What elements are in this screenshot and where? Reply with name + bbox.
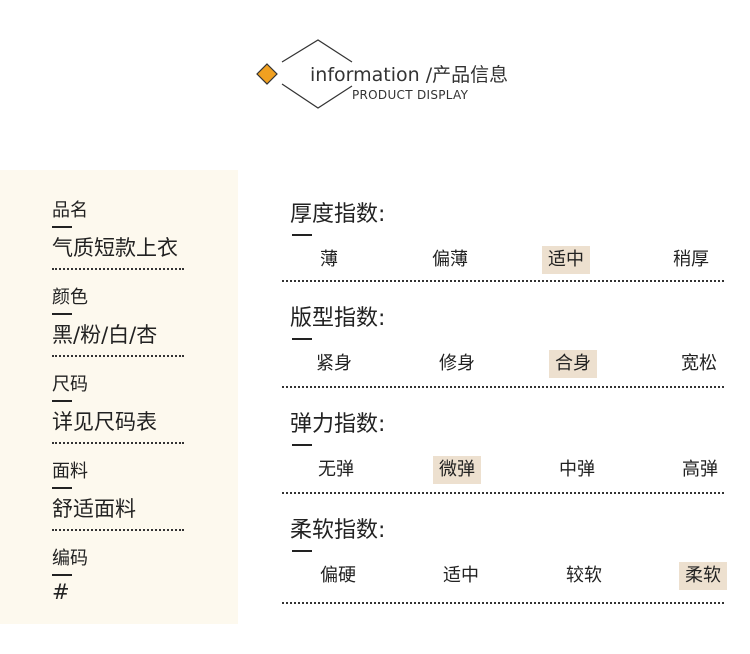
- index-option: 偏薄: [432, 249, 468, 270]
- section-header: information /产品信息 PRODUCT DISPLAY: [0, 0, 750, 150]
- info-label: 颜色: [52, 283, 88, 315]
- info-row-fabric: 面料 舒适面料: [52, 457, 184, 531]
- info-label: 面料: [52, 457, 88, 489]
- info-label: 尺码: [52, 370, 88, 402]
- info-row-size: 尺码 详见尺码表: [52, 370, 184, 444]
- index-option-selected: 合身: [549, 350, 597, 378]
- header-subtitle: PRODUCT DISPLAY: [352, 88, 469, 102]
- dotted-divider: [52, 529, 184, 531]
- index-thickness: 厚度指数: 薄 偏薄 适中 稍厚: [282, 196, 730, 282]
- index-option-selected: 微弹: [433, 456, 481, 484]
- index-title: 版型指数:: [290, 300, 385, 340]
- dotted-divider: [52, 268, 184, 270]
- info-value: 详见尺码表: [52, 410, 157, 434]
- index-option: 紧身: [316, 353, 352, 374]
- index-option: 高弹: [682, 459, 718, 480]
- info-value: 黑/粉/白/杏: [52, 323, 158, 347]
- index-title: 柔软指数:: [290, 512, 385, 552]
- dotted-divider: [52, 442, 184, 444]
- info-row-name: 品名 气质短款上衣: [52, 196, 184, 270]
- index-option: 宽松: [681, 353, 717, 374]
- info-value: #: [52, 580, 70, 604]
- index-option: 适中: [443, 565, 479, 586]
- index-fit: 版型指数: 紧身 修身 合身 宽松: [282, 300, 730, 388]
- index-options: 薄 偏薄 适中 稍厚: [290, 246, 730, 276]
- dotted-divider: [282, 280, 724, 282]
- dotted-divider: [282, 386, 724, 388]
- index-softness: 柔软指数: 偏硬 适中 较软 柔软: [282, 512, 730, 604]
- dotted-divider: [282, 602, 724, 604]
- index-option: 稍厚: [673, 249, 709, 270]
- index-title: 厚度指数:: [290, 196, 385, 236]
- diamond-icon: [256, 63, 278, 85]
- index-option-selected: 适中: [542, 246, 590, 274]
- index-options: 偏硬 适中 较软 柔软: [290, 562, 730, 592]
- header-decoration: [256, 39, 353, 109]
- info-value: 气质短款上衣: [52, 236, 178, 260]
- info-row-code: 编码 #: [52, 544, 88, 604]
- info-row-color: 颜色 黑/粉/白/杏: [52, 283, 184, 357]
- index-options: 紧身 修身 合身 宽松: [290, 350, 730, 380]
- info-label: 编码: [52, 544, 88, 576]
- dotted-divider: [52, 355, 184, 357]
- index-title: 弹力指数:: [290, 406, 385, 446]
- index-option: 中弹: [559, 459, 595, 480]
- index-option: 无弹: [318, 459, 354, 480]
- index-option-selected: 柔软: [679, 562, 727, 590]
- index-options: 无弹 微弹 中弹 高弹: [290, 456, 730, 486]
- index-elasticity: 弹力指数: 无弹 微弹 中弹 高弹: [282, 406, 730, 494]
- index-option: 修身: [439, 353, 475, 374]
- header-title: information /产品信息: [310, 64, 509, 86]
- dotted-divider: [282, 492, 724, 494]
- product-info-panel: 品名 气质短款上衣 颜色 黑/粉/白/杏 尺码 详见尺码表 面料 舒适面料 编码…: [0, 170, 238, 624]
- index-option: 较软: [566, 565, 602, 586]
- info-value: 舒适面料: [52, 497, 136, 521]
- info-label: 品名: [52, 196, 88, 228]
- index-option: 薄: [320, 249, 338, 270]
- index-option: 偏硬: [320, 565, 356, 586]
